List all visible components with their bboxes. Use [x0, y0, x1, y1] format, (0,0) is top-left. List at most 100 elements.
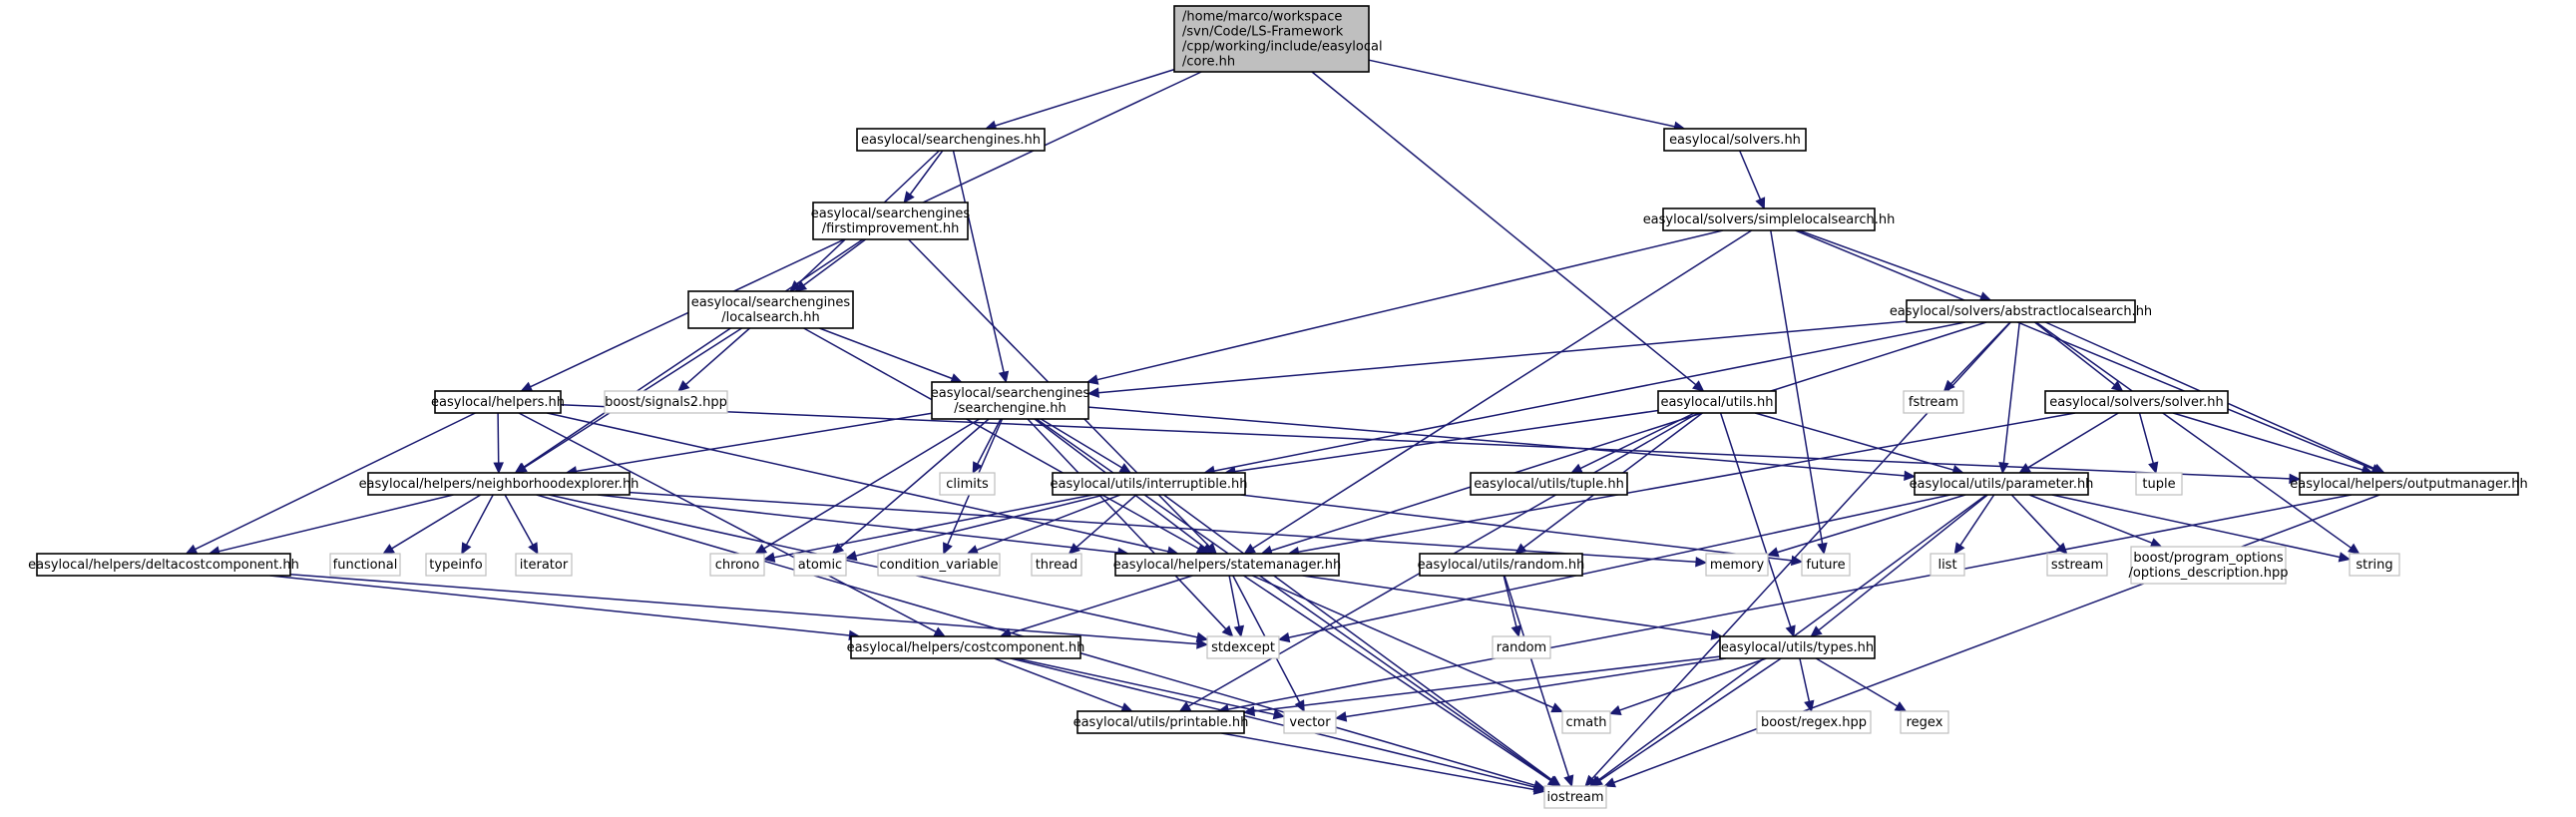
- node-statemanager[interactable]: easylocal/helpers/statemanager.hh: [1113, 553, 1341, 577]
- node-box: [850, 635, 1081, 659]
- node-box: [434, 390, 562, 414]
- edge-parameter-to-memory: [1766, 494, 1966, 558]
- edge-core-to-utils: [1311, 71, 1705, 392]
- edge-line: [1368, 59, 1675, 128]
- edge-types-to-printable: [1242, 655, 1721, 717]
- node-box: [1906, 299, 2136, 323]
- arrowhead-icon: [520, 381, 534, 392]
- edge-line: [1503, 575, 1570, 777]
- node-abstractlocalsearch[interactable]: easylocal/solvers/abstractlocalsearch.hh: [1890, 299, 2152, 323]
- edge-parameter-to-types: [1810, 494, 1988, 637]
- arrowhead-icon: [1085, 374, 1099, 385]
- node-random-hh[interactable]: easylocal/utils/random.hh: [1418, 553, 1585, 577]
- node-label: list: [1937, 558, 1956, 573]
- node-sstream: sstream: [2046, 553, 2108, 577]
- arrowhead-icon: [972, 461, 983, 475]
- edge-line: [497, 412, 500, 464]
- node-simplelocalsearch[interactable]: easylocal/solvers/simplelocalsearch.hh: [1643, 207, 1896, 231]
- node-box: [1543, 785, 1607, 809]
- arrowhead-icon: [1608, 705, 1622, 715]
- node-condition-variable: condition_variable: [877, 553, 1001, 577]
- edge-statemanager-to-stdexcept: [1228, 575, 1245, 638]
- edge-searchengine-to-parameter: [1087, 406, 1917, 482]
- node-helpers[interactable]: easylocal/helpers.hh: [431, 390, 565, 414]
- node-box: [1206, 635, 1280, 659]
- node-functional: functional: [329, 553, 401, 577]
- edge-layer: [185, 59, 2385, 795]
- node-tuple-hh[interactable]: easylocal/utils/tuple.hh: [1470, 472, 1628, 496]
- node-label: cmath: [1565, 715, 1606, 730]
- node-label: atomic: [798, 558, 842, 573]
- node-core[interactable]: /home/marco/workspace/svn/Code/LS-Framew…: [1173, 5, 1383, 73]
- edge-line: [1221, 732, 1535, 791]
- node-box: [1031, 553, 1082, 577]
- edge-line: [391, 494, 482, 550]
- arrowhead-icon: [1550, 702, 1564, 713]
- edge-line: [1251, 575, 1554, 709]
- node-list: list: [1930, 553, 1965, 577]
- edge-line: [1097, 320, 1908, 394]
- edge-line: [1016, 657, 1275, 715]
- arrowhead-icon: [1804, 699, 1815, 713]
- edge-simplelocalsearch-to-future: [1770, 229, 1828, 556]
- node-box: [1419, 553, 1583, 577]
- edge-line: [1613, 494, 2380, 784]
- node-searchengine[interactable]: easylocal/searchengines/searchengine.hh: [931, 381, 1090, 420]
- edge-line: [976, 494, 1121, 552]
- edge-utils-to-tuple-hh: [1570, 412, 1695, 474]
- node-neighborhoodexplorer[interactable]: easylocal/helpers/neighborhoodexplorer.h…: [359, 472, 640, 496]
- node-searchengines[interactable]: easylocal/searchengines.hh: [856, 128, 1046, 152]
- node-types[interactable]: easylocal/utils/types.hh: [1719, 635, 1876, 659]
- edge-line: [1234, 409, 1659, 473]
- node-label: functional: [333, 558, 398, 573]
- edge-abstractlocalsearch-to-parameter: [1998, 321, 2021, 475]
- node-localsearch[interactable]: easylocal/searchengines/localsearch.hh: [687, 290, 854, 329]
- edge-localsearch-to-statemanager: [803, 327, 1209, 555]
- edge-random-hh-to-iostream: [1503, 575, 1574, 788]
- node-parameter[interactable]: easylocal/utils/parameter.hh: [1910, 472, 2094, 496]
- edge-neighborhoodexplorer-to-functional: [382, 494, 482, 555]
- edge-line: [1599, 657, 1782, 782]
- edge-line: [1815, 657, 1899, 707]
- node-outputmanager[interactable]: easylocal/helpers/outputmanager.hh: [2290, 472, 2528, 496]
- node-box: [931, 381, 1089, 420]
- node-box: [1663, 128, 1807, 152]
- edge-printable-to-iostream: [1221, 732, 1546, 795]
- edge-line: [1719, 412, 1792, 627]
- node-deltacostcomponent[interactable]: easylocal/helpers/deltacostcomponent.hh: [28, 553, 299, 577]
- node-interruptible[interactable]: easylocal/utils/interruptible.hh: [1051, 472, 1248, 496]
- node-label: sstream: [2051, 558, 2103, 573]
- arrowhead-icon: [1810, 625, 1823, 637]
- edge-searchengine-to-climits: [972, 418, 1002, 475]
- edge-parameter-to-options-description: [2028, 494, 2163, 549]
- edge-neighborhoodexplorer-to-iterator: [504, 494, 539, 556]
- edge-abstractlocalsearch-to-solver: [2034, 321, 2124, 392]
- node-label: easylocal/helpers/deltacostcomponent.hh: [28, 558, 299, 573]
- node-label: tuple: [2142, 477, 2175, 492]
- edge-solver-to-parameter: [2018, 412, 2119, 474]
- node-label: easylocal/solvers/simplelocalsearch.hh: [1643, 212, 1896, 227]
- node-label: easylocal/searchengines: [811, 206, 971, 221]
- edge-line: [269, 575, 850, 636]
- arrowhead-icon: [1233, 624, 1245, 638]
- edge-searchengine-to-chrono: [754, 418, 981, 555]
- edge-costcomponent-to-printable: [994, 657, 1133, 713]
- node-utils[interactable]: easylocal/utils.hh: [1657, 390, 1777, 414]
- edge-types-to-iostream: [1590, 657, 1782, 787]
- arrowhead-icon: [1510, 624, 1521, 638]
- edge-line: [2051, 494, 2341, 559]
- node-firstimprovement[interactable]: easylocal/searchengines/firstimprovement…: [811, 202, 971, 240]
- node-printable[interactable]: easylocal/utils/printable.hh: [1073, 710, 1249, 734]
- node-box: [515, 553, 573, 577]
- node-solver[interactable]: easylocal/solvers/solver.hh: [2044, 390, 2229, 414]
- edge-line: [1777, 494, 1966, 554]
- edge-parameter-to-sstream: [2010, 494, 2068, 555]
- edge-line: [1302, 575, 1713, 636]
- node-solvers[interactable]: easylocal/solvers.hh: [1663, 128, 1807, 152]
- node-label: stdexcept: [1211, 640, 1275, 655]
- arrowhead-icon: [2055, 542, 2068, 555]
- node-costcomponent[interactable]: easylocal/helpers/costcomponent.hh: [847, 635, 1085, 659]
- node-cmath: cmath: [1561, 710, 1611, 734]
- edge-line: [855, 494, 1104, 557]
- arrowhead-icon: [2348, 543, 2361, 555]
